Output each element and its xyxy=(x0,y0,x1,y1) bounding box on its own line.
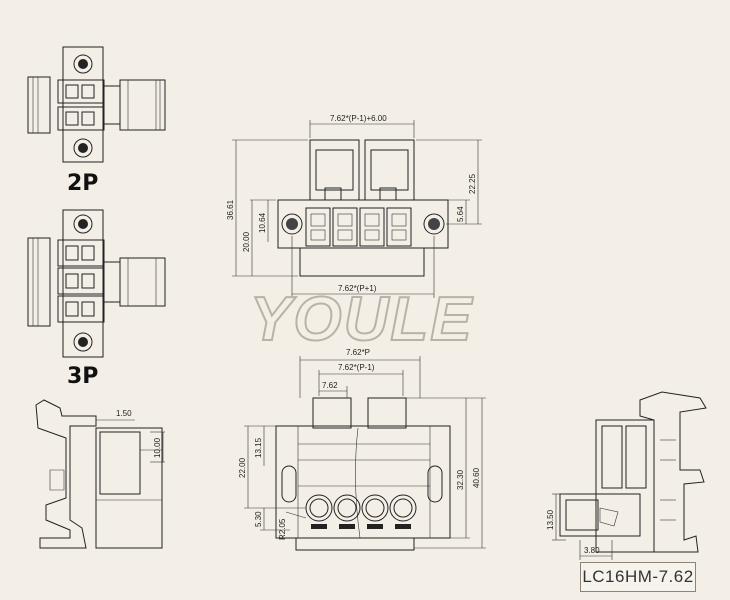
bottom-view xyxy=(244,356,486,551)
side-view-left xyxy=(35,399,165,549)
dim-bottom-r2-05: R2.05 xyxy=(278,518,287,540)
dim-front-20-00: 20.00 xyxy=(242,231,251,252)
watermark: YOULE xyxy=(250,285,474,354)
dim-front-bottom-width: 7.62*(P+1) xyxy=(338,284,377,293)
dim-bottom-5-30: 5.30 xyxy=(254,511,263,527)
front-view xyxy=(232,120,482,298)
dim-side-3-80: 3.80 xyxy=(584,546,600,555)
dim-side-10-00: 10.00 xyxy=(153,437,162,458)
dim-front-36-61: 36.61 xyxy=(226,199,235,220)
dim-bottom-pitch: 7.62 xyxy=(322,381,338,390)
dim-front-10-64: 10.64 xyxy=(258,212,267,233)
dim-bottom-7-62-p: 7.62*P xyxy=(346,348,370,357)
part-number-box: LC16HM-7.62 xyxy=(580,562,696,592)
dim-bottom-40-60: 40.60 xyxy=(472,467,481,488)
dim-side-1-50: 1.50 xyxy=(116,409,132,418)
view-2p-drawing xyxy=(27,46,166,163)
side-view-right xyxy=(552,391,707,560)
dim-front-top-width: 7.62*(P-1)+6.00 xyxy=(330,114,387,123)
dim-side-13-50: 13.50 xyxy=(546,509,555,530)
dim-bottom-32-30: 32.30 xyxy=(456,469,465,490)
dim-front-5-64: 5.64 xyxy=(456,206,465,222)
dim-bottom-7-62-p-1: 7.62*(P-1) xyxy=(338,363,375,372)
view-3p-drawing xyxy=(27,209,166,358)
label-2p: 2P xyxy=(67,171,98,196)
label-3p: 3P xyxy=(67,364,98,389)
dim-bottom-22-00: 22.00 xyxy=(238,457,247,478)
dim-front-22-25: 22.25 xyxy=(468,173,477,194)
dim-bottom-13-15: 13.15 xyxy=(254,437,263,458)
